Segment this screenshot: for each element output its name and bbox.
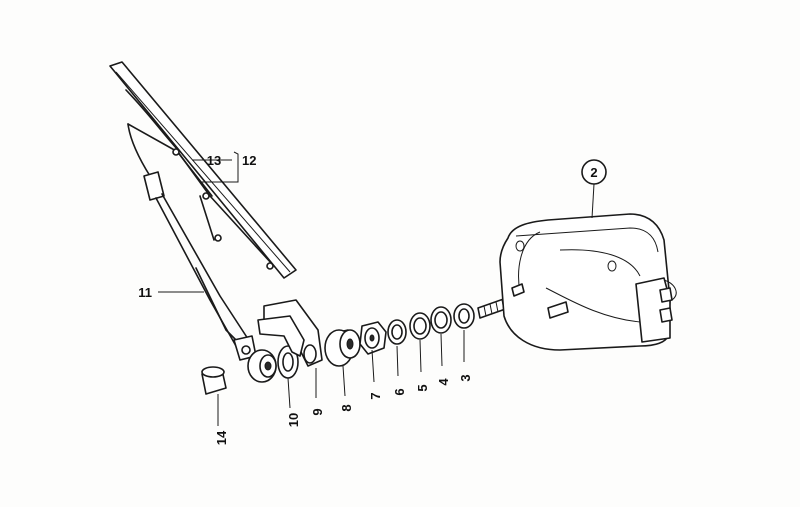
leader-lines <box>158 151 595 426</box>
part-8-bushing <box>324 329 361 367</box>
wiper-blade <box>109 61 297 279</box>
arm-boss <box>247 349 277 383</box>
callout-13: 13 <box>207 153 221 168</box>
part-9-bracket <box>257 299 323 367</box>
part-14-cap <box>201 366 227 395</box>
callout-2: 2 <box>590 165 597 180</box>
callout-5: 5 <box>415 384 430 391</box>
callout-4: 4 <box>436 378 451 386</box>
callout-12: 12 <box>242 153 256 168</box>
part-6-washer <box>387 319 407 345</box>
callout-10: 10 <box>286 413 301 427</box>
callout-3: 3 <box>458 374 473 381</box>
part-7-nut <box>359 321 387 355</box>
callout-8: 8 <box>339 404 354 411</box>
callout-7: 7 <box>368 392 383 399</box>
callout-14: 14 <box>214 430 229 445</box>
callout-6: 6 <box>392 388 407 395</box>
part-3-washer <box>453 303 475 329</box>
part-5-washer <box>409 312 431 340</box>
wiper-arm <box>143 171 257 361</box>
callout-11: 11 <box>138 285 152 300</box>
callout-labels: 2 3 4 5 6 7 8 9 10 11 12 13 14 <box>138 153 597 445</box>
part-4-washer <box>430 306 452 334</box>
callout-2-circle <box>581 159 607 185</box>
callout-9: 9 <box>310 408 325 415</box>
part-2-motor <box>477 213 677 351</box>
part-10-washer <box>277 345 299 379</box>
